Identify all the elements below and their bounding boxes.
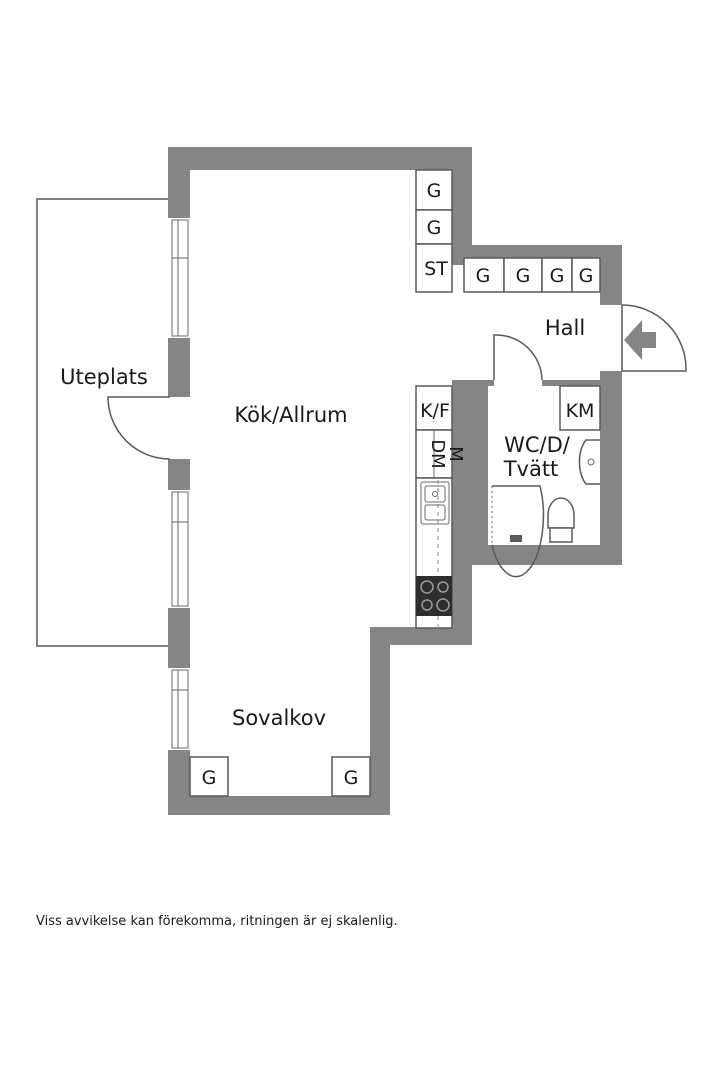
- stove-icon: [416, 576, 452, 616]
- washing-machine: [559, 385, 601, 431]
- wardrobe-2: [415, 209, 453, 245]
- room-label-sleeping: Sovalkov: [232, 706, 326, 730]
- storage-st: [415, 243, 453, 293]
- bath-door-swing: [493, 334, 543, 381]
- window-bottom-frame: [171, 669, 189, 749]
- window-top: [168, 218, 190, 338]
- patio-outline: [36, 198, 170, 647]
- window-bottom: [168, 668, 190, 750]
- sink-icon: [420, 481, 450, 525]
- window-top-frame: [171, 219, 189, 337]
- room-label-bath-line2: Tvätt: [503, 457, 559, 481]
- washbasin-icon: [578, 439, 600, 485]
- storage-st-label: ST: [424, 258, 448, 280]
- entrance-door-swing: [621, 304, 687, 372]
- wardrobe-hall-4-label: G: [579, 265, 594, 287]
- room-label-bath-line1: WC/D/: [504, 433, 571, 457]
- wardrobe-alcove-1: [189, 756, 229, 797]
- wardrobe-hall-1-label: G: [476, 265, 491, 287]
- patio-door-swing: [107, 396, 171, 460]
- wardrobe-alcove-2: [331, 756, 371, 797]
- entrance-opening: [600, 305, 622, 371]
- bath-door-opening: [494, 379, 542, 387]
- microwave-label: M: [445, 446, 466, 462]
- wardrobe-hall-2-label: G: [516, 265, 531, 287]
- door-opening-patio: [168, 397, 190, 459]
- shower-icon: [491, 485, 545, 578]
- room-label-patio: Uteplats: [60, 365, 148, 389]
- room-label-hall: Hall: [545, 316, 585, 340]
- wardrobe-hall-3: [541, 257, 573, 293]
- wardrobe-hall-4: [571, 257, 601, 293]
- toilet-icon: [547, 497, 575, 543]
- wardrobe-alcove-2-label: G: [344, 767, 359, 789]
- partition-hall-bath-left: [452, 380, 494, 386]
- entrance-arrow-icon: [624, 320, 656, 360]
- partition-kitchen-bath: [452, 380, 488, 545]
- room-label-kitchen: Kök/Allrum: [234, 403, 347, 427]
- disclaimer-text: Viss avvikelse kan förekomma, ritningen …: [36, 914, 398, 929]
- wardrobe-hall-3-label: G: [550, 265, 565, 287]
- window-middle: [168, 490, 190, 608]
- washing-machine-label: KM: [566, 400, 595, 422]
- wardrobe-1-label: G: [427, 180, 442, 202]
- partition-hall-bath-right: [542, 380, 600, 386]
- wardrobe-2-label: G: [427, 217, 442, 239]
- window-middle-frame: [171, 491, 189, 607]
- fridge-freezer-label: K/F: [420, 400, 450, 422]
- wardrobe-1: [415, 169, 453, 211]
- dishwasher-label: DM: [427, 439, 448, 468]
- wardrobe-alcove-1-label: G: [202, 767, 217, 789]
